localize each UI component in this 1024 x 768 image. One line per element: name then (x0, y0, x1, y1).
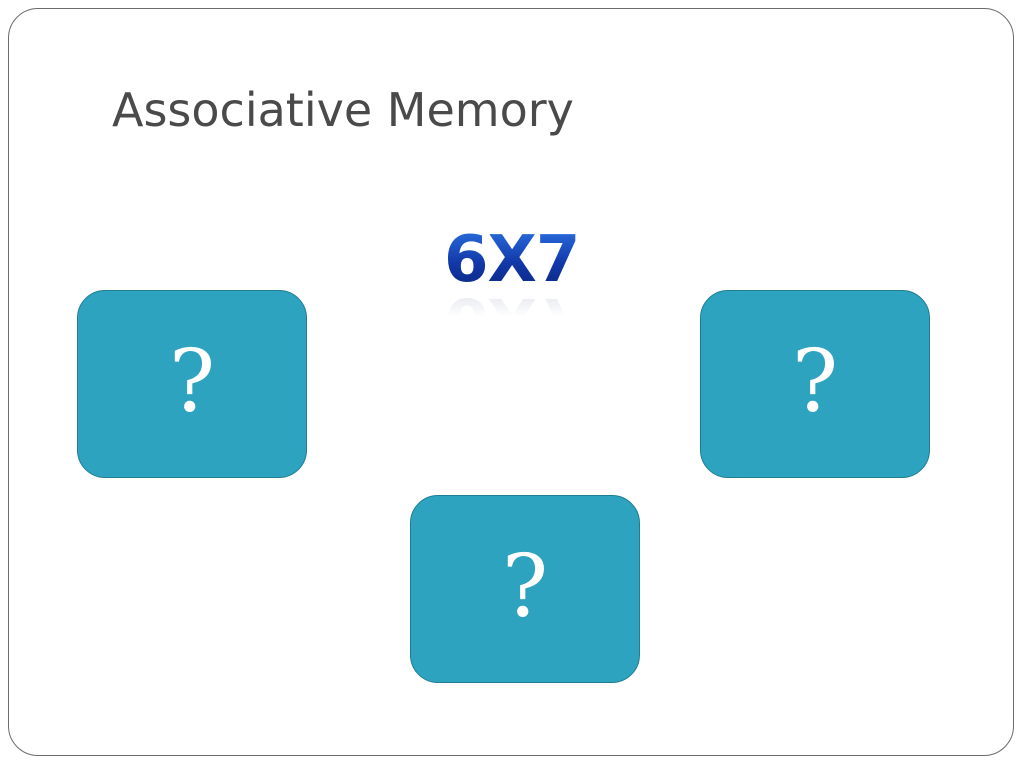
answer-card-bottom[interactable]: ? (410, 495, 640, 683)
question-mark-icon: ? (791, 332, 839, 432)
answer-card-right[interactable]: ? (700, 290, 930, 478)
question-mark-icon: ? (168, 332, 216, 432)
answer-card-left[interactable]: ? (77, 290, 307, 478)
equation-reflection: 6X7 (444, 283, 580, 357)
equation-group: 6X7 6X7 (444, 223, 584, 357)
equation-text: 6X7 (444, 223, 580, 297)
question-mark-icon: ? (501, 537, 549, 637)
slide-title: Associative Memory (112, 83, 574, 137)
